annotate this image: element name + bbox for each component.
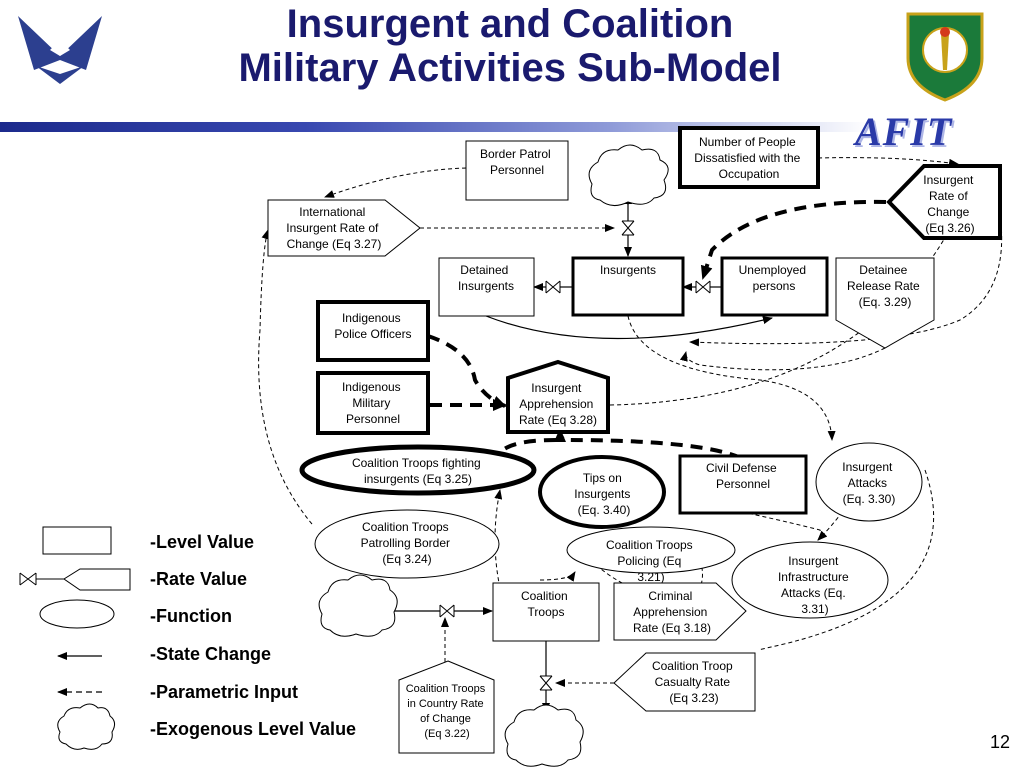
node-coalition-casualty-rate [613, 652, 756, 712]
node-detainee-release-rate [835, 257, 935, 349]
node-civil-defense [678, 454, 808, 515]
page-number: 12 [989, 732, 1010, 752]
exogenous-cloud-top-icon [588, 144, 669, 206]
exogenous-cloud-left-icon [318, 574, 398, 637]
node-detained-insurgents-label: Detained Insurgents [458, 263, 514, 293]
node-insurgent-apprehension-rate-label: Insurgent Apprehension Rate (Eq 3.28) [519, 381, 597, 427]
legend-level-value-icon [42, 526, 112, 555]
legend-exogenous-level-icon [57, 703, 116, 750]
node-insurgent-rate-of-change [886, 164, 1002, 240]
node-coalition-casualty-rate-label: Coalition Troop Casualty Rate (Eq 3.23) [652, 659, 736, 705]
node-coalition-in-country-rate-label: Coalition Troops in Country Rate of Chan… [406, 683, 489, 740]
legend-rate-value-label: -Rate Value [150, 569, 247, 589]
node-coalition-patrolling-label: Coalition Troops Patrolling Border (Eq 3… [361, 520, 454, 566]
aetc-shield-icon [906, 12, 984, 102]
node-coalition-troops-label: Coalition Troops [521, 589, 571, 619]
legend-exogenous-level-label: -Exogenous Level Value [150, 719, 356, 739]
node-coalition-policing-label: Coalition Troops Policing (Eq 3.21) [606, 538, 696, 584]
node-detainee-release-rate-label: Detainee Release Rate (Eq. 3.29) [847, 263, 923, 309]
node-tips-on-insurgents-label: Tips on Insurgents (Eq. 3.40) [574, 471, 633, 517]
flow-coalition-troops-to-cloud [539, 641, 553, 713]
legend-function-label: -Function [150, 606, 232, 626]
bold-dashed-links [427, 199, 887, 477]
parametric-links [258, 157, 1003, 687]
legend-rate-value-icon [19, 568, 131, 591]
node-unemployed-persons-label: Unemployed persons [739, 263, 810, 293]
legend-parametric-input-label: -Parametric Input [150, 682, 298, 702]
node-coalition-in-country-rate [398, 660, 495, 754]
node-coalition-patrolling [314, 509, 500, 579]
node-international-insurgent-rate-label: International Insurgent Rate of Change (… [286, 205, 381, 251]
node-infrastructure-attacks-label: Insurgent Infrastructure Attacks (Eq. 3.… [778, 554, 852, 616]
exogenous-cloud-bottom-icon [504, 704, 584, 767]
flow-unemployed-to-insurgents [682, 280, 722, 294]
node-detained-insurgents [438, 257, 535, 317]
node-unemployed-persons [720, 256, 829, 317]
node-infrastructure-attacks [731, 541, 889, 619]
node-tips-on-insurgents [538, 455, 666, 529]
node-civil-defense-label: Civil Defense Personnel [706, 461, 780, 491]
title-line-1: Insurgent and Coalition [286, 2, 734, 46]
usaf-logo-icon [18, 16, 102, 84]
legend-state-change-label: -State Change [150, 644, 271, 664]
node-coalition-policing [566, 526, 736, 574]
node-border-patrol-personnel [465, 140, 569, 201]
node-indigenous-military-label: Indigenous Military Personnel [342, 380, 404, 426]
node-insurgent-attacks [815, 442, 923, 522]
afit-logo: AFIT [855, 109, 953, 154]
node-insurgents-label: Insurgents [600, 263, 656, 277]
node-coalition-troops [492, 582, 600, 642]
node-criminal-apprehension-rate [613, 582, 747, 641]
legend-function-icon [39, 599, 115, 629]
legend-level-value-label: -Level Value [150, 532, 254, 552]
node-coalition-fighting-label: Coalition Troops fighting insurgents (Eq… [352, 456, 484, 486]
node-indigenous-police [316, 300, 430, 362]
node-international-insurgent-rate [267, 199, 421, 257]
node-insurgent-attacks-label: Insurgent Attacks (Eq. 3.30) [842, 460, 895, 506]
node-insurgent-apprehension-rate [506, 359, 610, 434]
page-title: Insurgent and Coalition Military Activit… [150, 2, 870, 90]
node-insurgent-rate-of-change-label: Insurgent Rate of Change (Eq 3.26) [923, 173, 976, 235]
node-insurgents [571, 256, 685, 317]
flow-insurgents-to-detained [533, 280, 573, 294]
node-indigenous-police-label: Indigenous Police Officers [334, 311, 411, 341]
node-coalition-fighting [299, 444, 537, 496]
flow-detained-to-unemployed [485, 315, 773, 340]
title-rule [0, 122, 870, 132]
node-criminal-apprehension-rate-label: Criminal Apprehension Rate (Eq 3.18) [633, 589, 711, 635]
node-people-dissatisfied [678, 126, 820, 189]
node-people-dissatisfied-label: Number of People Dissatisfied with the O… [694, 135, 803, 181]
node-indigenous-military [316, 371, 430, 435]
title-line-2: Military Activities Sub-Model [238, 46, 782, 90]
node-border-patrol-label: Border Patrol Personnel [480, 147, 554, 177]
